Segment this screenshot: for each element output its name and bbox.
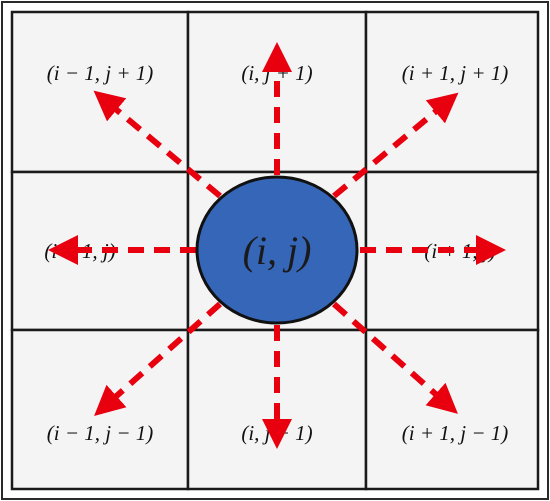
cell-top-left [10,10,190,174]
label-bottom-center: (i, j − 1) [241,421,312,445]
arrows [48,42,506,449]
cell-bottom-left [10,328,190,491]
arrow-down-right [332,301,458,414]
label-top-right: (i + 1, j + 1) [402,61,509,85]
center-circle [195,175,359,325]
arrow-up-right [332,92,459,199]
center-node: (i, j) [195,175,359,325]
label-bottom-left: (i − 1, j − 1) [47,421,154,445]
label-top-left: (i − 1, j + 1) [47,61,154,85]
label-bottom-right: (i + 1, j − 1) [402,421,509,445]
arrow-up-left [93,90,222,199]
cell-top-right [364,10,540,174]
label-middle-right: (i + 1, j) [424,239,495,263]
center-label: (i, j) [243,228,312,273]
cell-bottom-right [364,328,540,491]
